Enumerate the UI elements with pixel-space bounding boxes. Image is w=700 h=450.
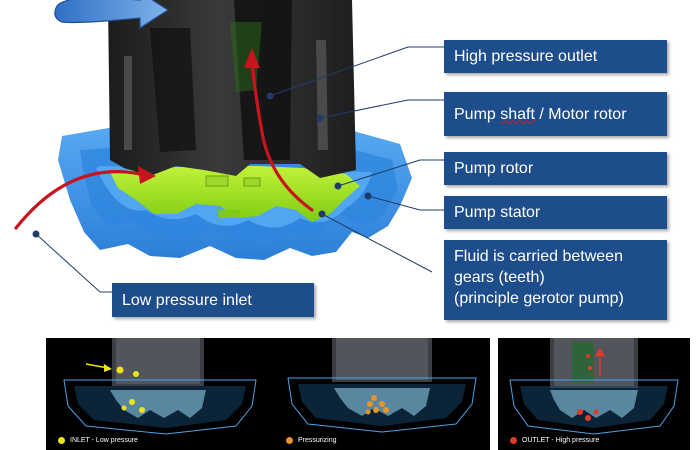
callout-pump-shaft: Pump shaft / Motor rotor — [444, 92, 667, 136]
callout-stator-text: Pump stator — [454, 204, 541, 221]
fluid-flow-arrows — [14, 60, 314, 230]
stage-outlet-label: OUTLET - High pressure — [522, 437, 600, 444]
flow-arrowheads — [138, 48, 260, 184]
pressurizing-legend-dot — [286, 437, 293, 444]
callout-inlet-text: Low pressure inlet — [122, 291, 252, 309]
rotation-arrow — [54, 0, 170, 30]
callout-fluid-line2: gears (teeth) — [454, 269, 545, 286]
stage-panel-outlet: OUTLET - High pressure — [498, 338, 690, 450]
stage-outlet-caption: OUTLET - High pressure — [510, 437, 599, 444]
stage-panel-pressurizing: Pressurizing — [274, 338, 490, 450]
callout-pump-rotor: Pump rotor — [444, 152, 667, 185]
outlet-legend-dot — [510, 437, 517, 444]
callout-low-pressure-inlet: Low pressure inlet — [112, 283, 314, 317]
stage-inlet-render — [63, 338, 257, 435]
callout-fluid-line3: (principle gerotor pump) — [454, 290, 624, 307]
stage-inlet-label: INLET - Low pressure — [70, 437, 138, 444]
callout-high-pressure-outlet: High pressure outlet — [444, 40, 667, 73]
stage-pressurizing-label: Pressurizing — [298, 437, 337, 444]
stage-pressurizing-caption: Pressurizing — [286, 437, 337, 444]
callout-fluid-line1: Fluid is carried between — [454, 248, 623, 265]
callout-fluid-principle: Fluid is carried between gears (teeth) (… — [444, 240, 667, 320]
callout-pump-stator: Pump stator — [444, 196, 667, 229]
callout-shaft-text: Pump shaft / Motor rotor — [454, 105, 627, 123]
pump-shaft — [108, 0, 356, 178]
pump-rotor — [110, 166, 360, 222]
stage-outlet-render — [509, 338, 679, 435]
shaft-word: shaft — [500, 105, 535, 123]
stage-inlet-caption: INLET - Low pressure — [58, 437, 138, 444]
callout-rotor-text: Pump rotor — [454, 160, 534, 177]
inlet-legend-dot — [58, 437, 65, 444]
stage-pressurizing-render — [287, 338, 477, 433]
pump-cutaway-illustration — [14, 0, 412, 260]
stage-panel-inlet: INLET - Low pressure — [46, 338, 274, 450]
callout-outlet-text: High pressure outlet — [454, 48, 598, 65]
